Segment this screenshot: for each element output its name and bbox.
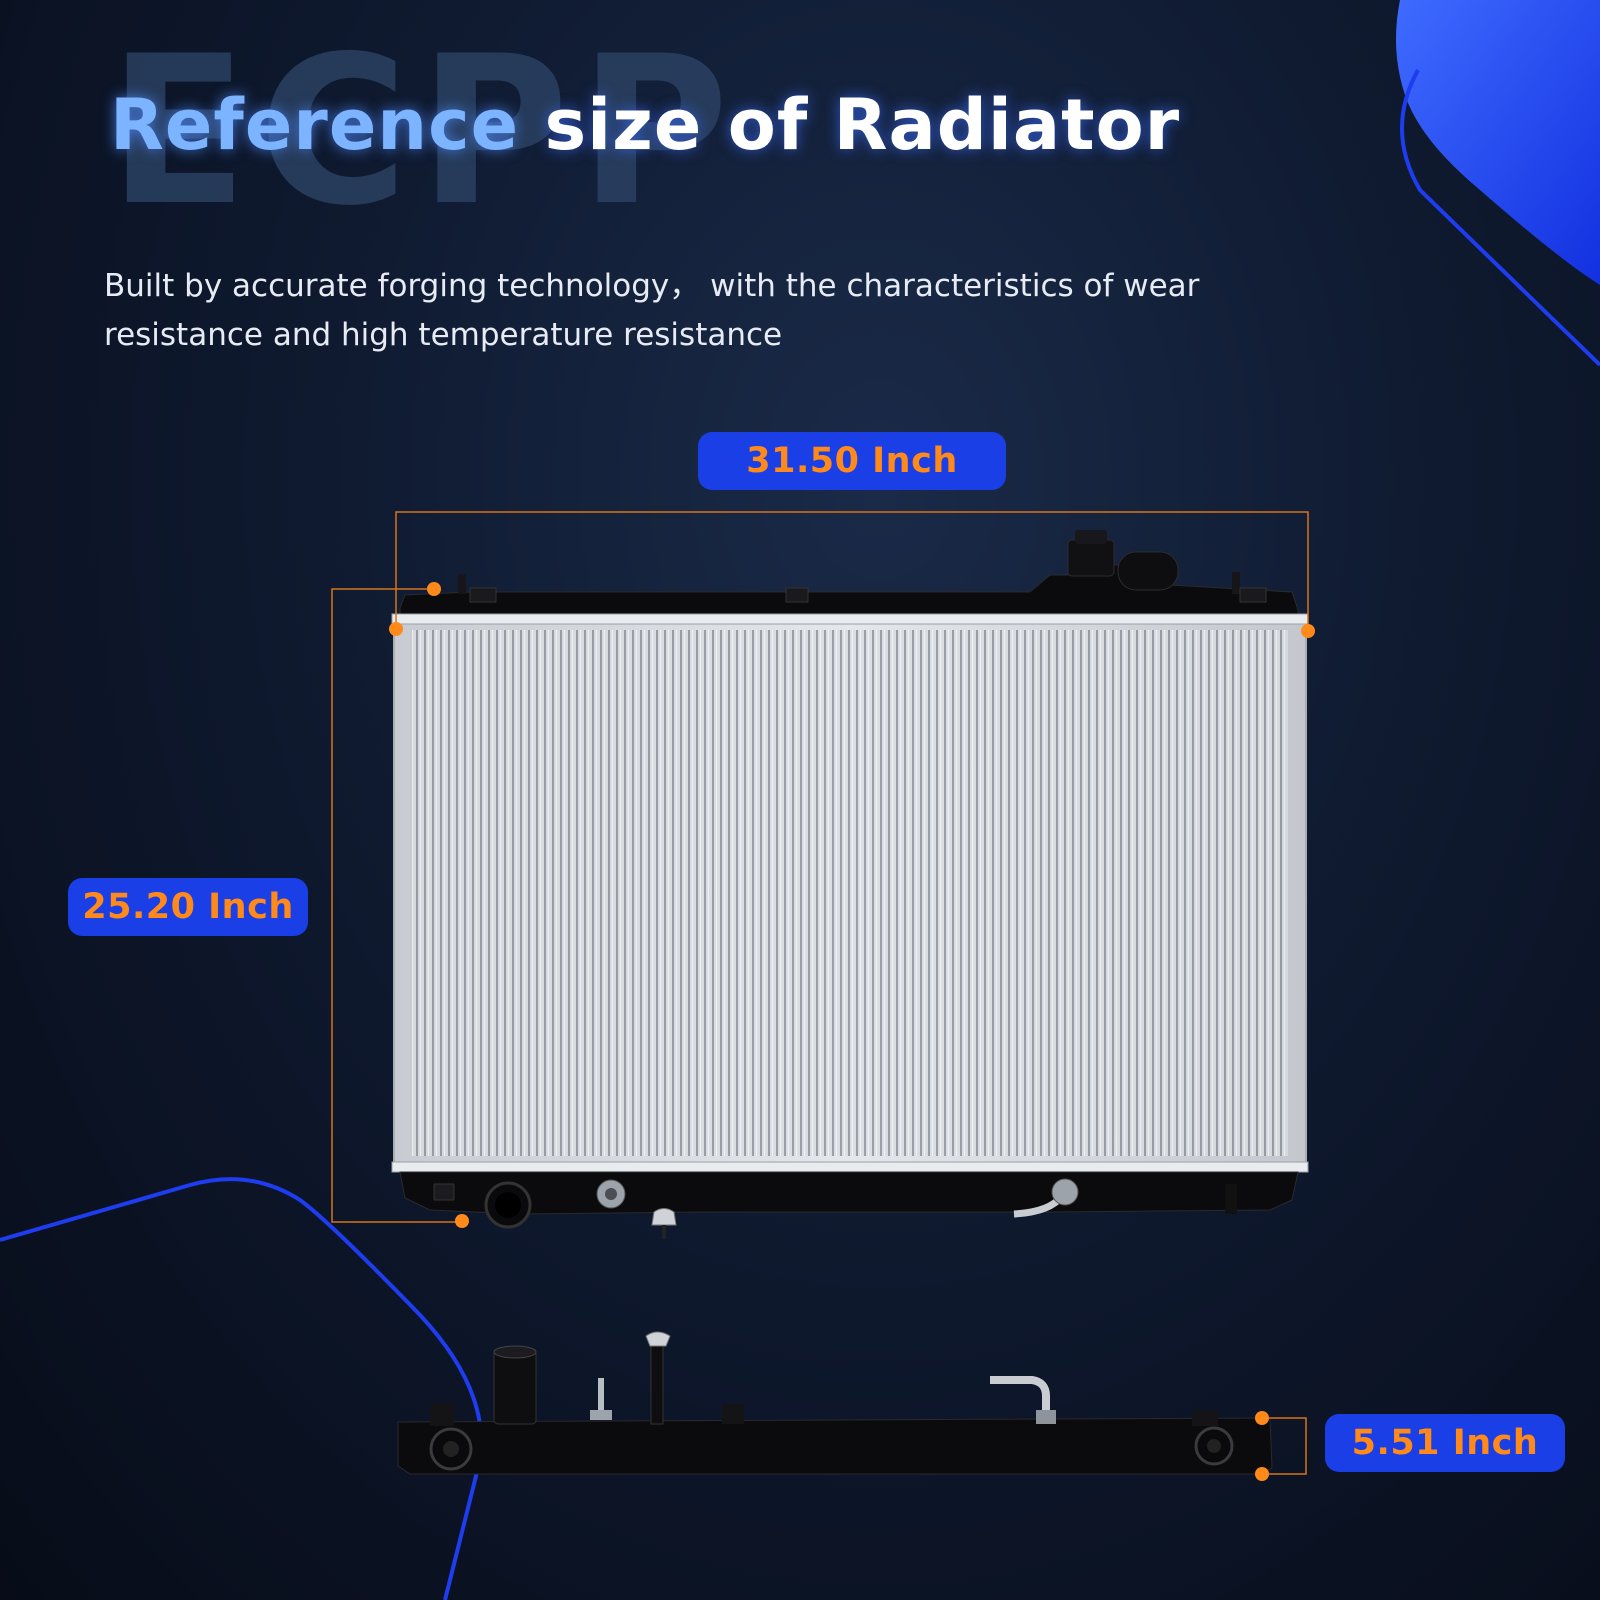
decor-blob-top-right xyxy=(1396,0,1600,367)
dimension-marker xyxy=(1301,624,1315,638)
title-highlight: Reference xyxy=(110,84,520,166)
height-badge: 25.20 Inch xyxy=(68,878,308,936)
page-title: Reference size of Radiator xyxy=(110,90,1180,160)
depth-badge: 5.51 Inch xyxy=(1325,1414,1565,1472)
dimension-line-depth xyxy=(1255,1411,1307,1481)
title-rest: size of Radiator xyxy=(544,84,1181,166)
width-badge: 31.50 Inch xyxy=(698,432,1006,490)
page-subtitle: Built by accurate forging technology， wi… xyxy=(104,268,1200,353)
radiator-front-image xyxy=(391,530,1309,1239)
brand-watermark: ECPP xyxy=(108,13,739,251)
radiator-side-image xyxy=(397,1331,1273,1475)
dimension-marker xyxy=(389,622,403,636)
dimension-line-width xyxy=(389,511,1315,638)
dimension-marker xyxy=(1255,1467,1269,1481)
dimension-line-height xyxy=(331,582,469,1228)
dimension-marker xyxy=(427,582,441,596)
dimension-marker xyxy=(455,1214,469,1228)
dimension-marker xyxy=(1255,1411,1269,1425)
decor-outline-bottom-left xyxy=(0,1177,484,1600)
